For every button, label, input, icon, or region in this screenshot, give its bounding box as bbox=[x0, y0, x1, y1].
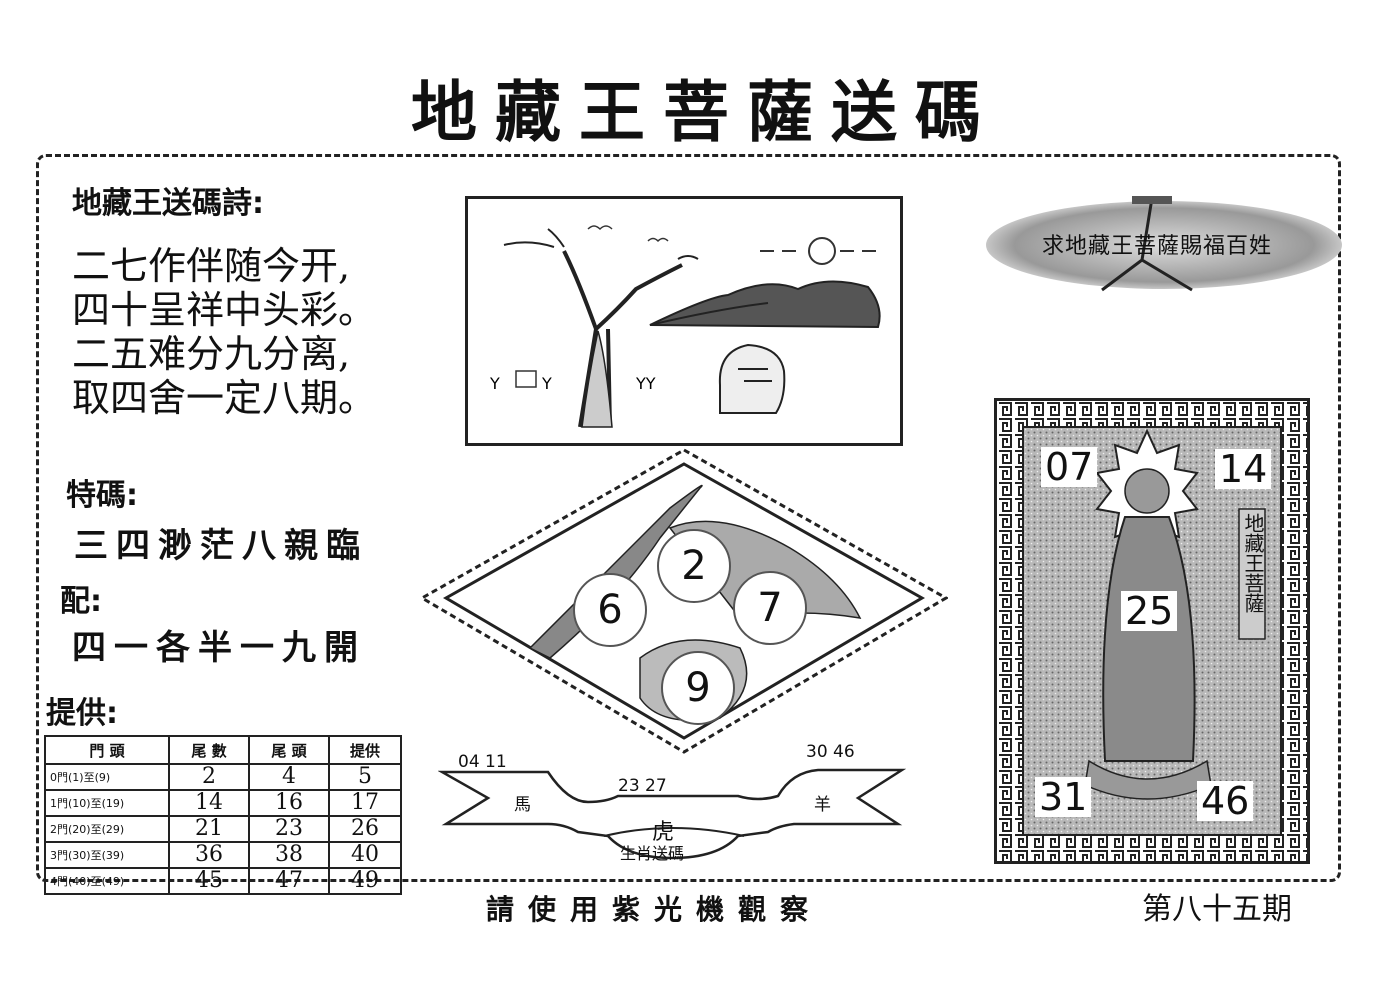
match-text: 四一各半一九開 bbox=[72, 628, 366, 668]
poem-line-4: 取四舍一定八期。 bbox=[72, 376, 377, 420]
number-ball bbox=[573, 573, 647, 647]
table-cell: 40 bbox=[328, 841, 402, 869]
table-cell: 23 bbox=[248, 815, 330, 843]
landscape-picture: Y Y YY bbox=[465, 196, 903, 446]
banner-caption: 生肖送碼 bbox=[620, 844, 685, 863]
svg-text:Y: Y bbox=[541, 374, 552, 393]
table-cell: 17 bbox=[328, 789, 402, 817]
number-ball bbox=[661, 651, 735, 725]
table-header: 尾 數 bbox=[168, 735, 250, 765]
table-row: 1門(10)至(19) 14 16 17 bbox=[44, 789, 402, 817]
banner-right-numbers: 30 46 bbox=[806, 742, 855, 762]
row-label: 1門(10)至(19) bbox=[44, 789, 170, 817]
poem-line-2: 四十呈祥中头彩。 bbox=[72, 288, 377, 332]
diamond-number: 6 bbox=[597, 587, 622, 633]
code-bottom-left: 31 bbox=[1035, 777, 1092, 817]
row-label: 4門(40)至(49) bbox=[44, 867, 170, 895]
table-cell: 14 bbox=[168, 789, 250, 817]
table-row: 4門(40)至(49) 45 47 49 bbox=[44, 867, 402, 895]
code-center: 25 bbox=[1121, 591, 1178, 631]
poem-line-3: 二五难分九分离, bbox=[72, 332, 351, 376]
match-label: 配: bbox=[60, 584, 102, 619]
provide-label: 提供: bbox=[46, 696, 118, 731]
row-label: 3門(30)至(39) bbox=[44, 841, 170, 869]
table-cell: 21 bbox=[168, 815, 250, 843]
landscape-illustration: Y Y YY bbox=[489, 225, 884, 428]
svg-text:Y: Y bbox=[489, 374, 500, 393]
blessing-oval bbox=[986, 196, 1342, 292]
banner-center-animal: 虎 bbox=[652, 820, 675, 845]
deity-panel: 地藏王菩薩 07 14 25 31 46 bbox=[994, 398, 1310, 864]
table-cell: 16 bbox=[248, 789, 330, 817]
diamond-number: 2 bbox=[681, 543, 706, 589]
table-cell: 45 bbox=[168, 867, 250, 895]
table-header: 門 頭 bbox=[44, 735, 170, 765]
banner-left-numbers: 04 11 bbox=[458, 752, 507, 772]
poem-heading: 地藏王送碼詩: bbox=[72, 186, 264, 221]
banner-center-numbers: 23 27 bbox=[618, 776, 667, 796]
table-cell: 26 bbox=[328, 815, 402, 843]
table-cell: 36 bbox=[168, 841, 250, 869]
banner-right-animal: 羊 bbox=[814, 795, 831, 815]
diamond-number: 9 bbox=[685, 665, 710, 711]
deity-side-text: 地藏王菩薩 bbox=[1241, 513, 1265, 613]
banner-left-animal: 馬 bbox=[514, 795, 531, 815]
diamond-number: 7 bbox=[757, 585, 782, 631]
table-cell: 47 bbox=[248, 867, 330, 895]
svg-text:YY: YY bbox=[635, 374, 656, 393]
table-row: 0門(1)至(9) 2 4 5 bbox=[44, 763, 402, 791]
table-row: 3門(30)至(39) 36 38 40 bbox=[44, 841, 402, 869]
number-table: 門 頭 尾 數 尾 頭 提供 0門(1)至(9) 2 4 5 1門(10)至(1… bbox=[44, 735, 402, 895]
poem-line-1: 二七作伴随今开, bbox=[72, 244, 351, 288]
number-ball bbox=[657, 529, 731, 603]
issue-number: 第八十五期 bbox=[1142, 892, 1292, 927]
page-title: 地藏王菩薩送碼 bbox=[411, 73, 999, 151]
table-header: 尾 頭 bbox=[248, 735, 330, 765]
table-cell: 49 bbox=[328, 867, 402, 895]
zodiac-banner bbox=[438, 768, 906, 860]
code-bottom-right: 46 bbox=[1197, 781, 1254, 821]
diamond-number-panel: 2 6 7 9 bbox=[420, 448, 948, 754]
table-cell: 38 bbox=[248, 841, 330, 869]
outer-frame bbox=[36, 154, 1341, 882]
table-cell: 4 bbox=[248, 763, 330, 791]
table-cell: 2 bbox=[168, 763, 250, 791]
table-header-row: 門 頭 尾 數 尾 頭 提供 bbox=[44, 735, 402, 765]
number-ball bbox=[733, 571, 807, 645]
row-label: 2門(20)至(29) bbox=[44, 815, 170, 843]
code-top-left: 07 bbox=[1041, 447, 1098, 487]
poem-block: 二七作伴随今开, 四十呈祥中头彩。 二五难分九分离, 取四舍一定八期。 bbox=[72, 244, 376, 420]
special-label: 特碼: bbox=[66, 478, 138, 513]
row-label: 0門(1)至(9) bbox=[44, 763, 170, 791]
blessing-text: 求地藏王菩薩賜福百姓 bbox=[1041, 234, 1272, 259]
table-header: 提供 bbox=[328, 735, 402, 765]
special-text: 三四渺茫八親臨 bbox=[74, 526, 368, 566]
footer-instruction: 請使用紫光機觀察 bbox=[486, 893, 823, 926]
table-row: 2門(20)至(29) 21 23 26 bbox=[44, 815, 402, 843]
table-cell: 5 bbox=[328, 763, 402, 791]
code-top-right: 14 bbox=[1215, 449, 1272, 489]
